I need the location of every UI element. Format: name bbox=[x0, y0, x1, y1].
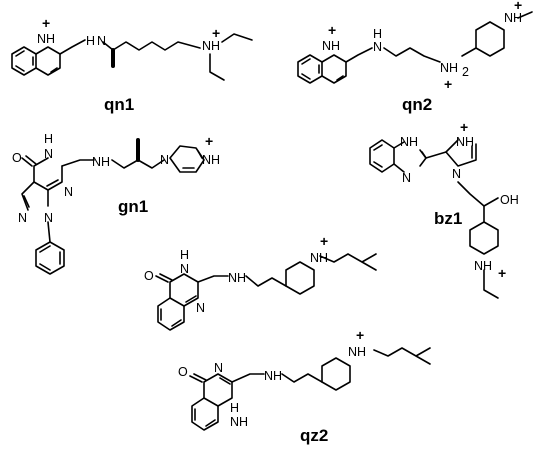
molecule-bz1: NH N NH + N OH NH + bz1 bbox=[369, 119, 519, 299]
molecule-qn2: NH + H N NH 2 + NH + qn2 bbox=[297, 0, 533, 114]
atom-nh: NH bbox=[456, 135, 474, 149]
charge-plus: + bbox=[498, 265, 506, 281]
atom-subscript-2: 2 bbox=[462, 65, 469, 79]
molecule-label-gn1: gn1 bbox=[118, 197, 148, 216]
atom-n: N bbox=[402, 171, 411, 185]
atom-n: N bbox=[373, 40, 382, 54]
molecule-label-qn2: qn2 bbox=[402, 95, 432, 114]
molecule-qz-top: O H N N NH NH + bbox=[144, 233, 377, 331]
atom-nh: NH bbox=[202, 153, 220, 167]
charge-plus: + bbox=[356, 327, 364, 343]
atom-n: N bbox=[160, 153, 169, 167]
atom-h: H bbox=[373, 27, 382, 41]
molecule-label-qz2: qz2 bbox=[300, 426, 328, 445]
charge-plus: + bbox=[42, 15, 50, 31]
atom-n: N bbox=[18, 211, 27, 225]
charge-plus: + bbox=[444, 76, 452, 92]
atom-n: N bbox=[180, 262, 189, 276]
atom-n: N bbox=[44, 211, 53, 225]
charge-plus: + bbox=[212, 25, 220, 41]
atom-nh: NH bbox=[322, 39, 340, 53]
atom-n: N bbox=[97, 34, 106, 48]
atom-nh: NH bbox=[264, 369, 282, 383]
atom-nh: NH bbox=[474, 259, 492, 273]
atom-nh: NH bbox=[504, 11, 522, 25]
atom-n: N bbox=[452, 167, 461, 181]
atom-o: O bbox=[178, 365, 188, 379]
atom-nh: NH bbox=[37, 32, 55, 46]
atom-o: O bbox=[12, 151, 22, 165]
atom-nh: NH bbox=[348, 345, 366, 359]
atom-n: N bbox=[214, 361, 223, 375]
atom-nh: NH bbox=[230, 415, 248, 429]
atom-oh: OH bbox=[500, 193, 519, 207]
atom-nh: NH bbox=[92, 155, 110, 169]
atom-n: N bbox=[44, 147, 53, 161]
atom-n: N bbox=[64, 185, 73, 199]
molecule-qn1: NH + H N NH + qn1 bbox=[11, 15, 253, 114]
atom-h: H bbox=[44, 132, 53, 146]
atom-o: O bbox=[144, 269, 154, 283]
atom-h: H bbox=[180, 248, 189, 262]
charge-plus: + bbox=[320, 233, 328, 249]
atom-nh: NH bbox=[400, 135, 418, 149]
molecule-label-bz1: bz1 bbox=[434, 209, 462, 228]
charge-plus: + bbox=[205, 133, 213, 149]
atom-nh: NH bbox=[310, 251, 328, 265]
charge-plus: + bbox=[328, 22, 336, 38]
molecule-label-qn1: qn1 bbox=[104, 95, 134, 114]
charge-plus: + bbox=[514, 0, 522, 13]
molecule-qz2: O N H NH NH NH + qz2 bbox=[178, 327, 431, 445]
atom-h: H bbox=[230, 401, 239, 415]
atom-nh: NH bbox=[202, 39, 220, 53]
atom-h: H bbox=[86, 34, 95, 48]
atom-nh: NH bbox=[228, 271, 246, 285]
molecule-gn1: O H N N N N NH N NH + gn1 bbox=[12, 132, 220, 275]
charge-plus: + bbox=[460, 119, 468, 135]
atom-nh2: NH bbox=[440, 61, 458, 75]
atom-n: N bbox=[196, 301, 205, 315]
